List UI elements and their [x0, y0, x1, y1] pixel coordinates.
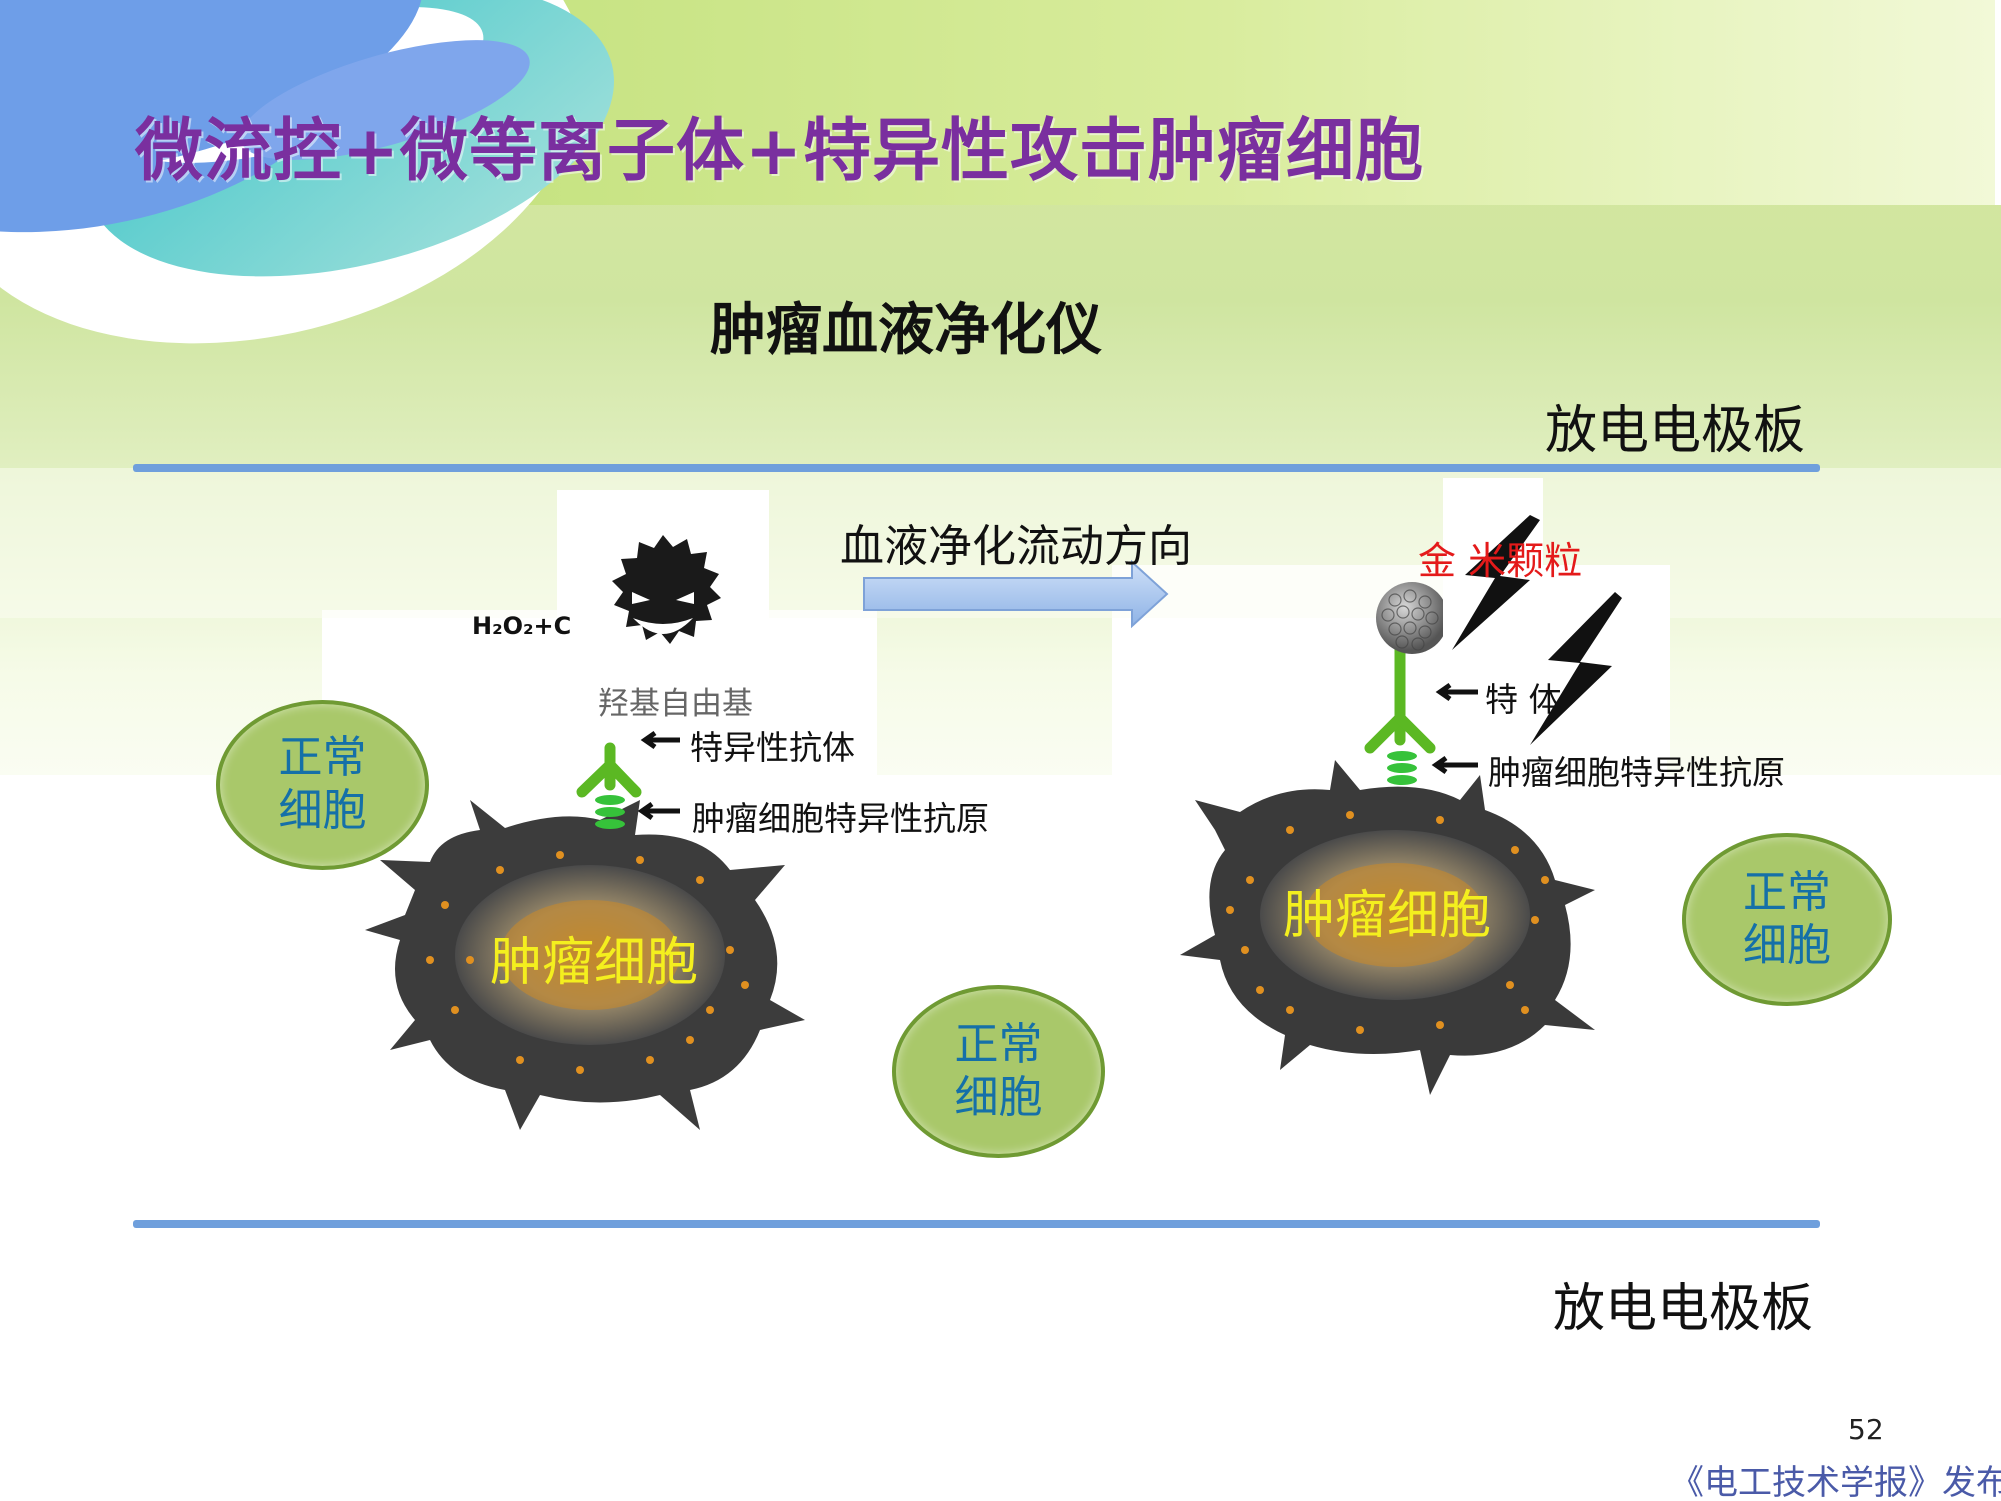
- normal-cell-label-line2: 细胞: [1743, 919, 1831, 971]
- right-antigen-label: 肿瘤细胞特异性抗原: [1488, 753, 1785, 792]
- normal-cell-label-line1: 正常: [1743, 866, 1831, 918]
- left-antigen: [595, 795, 625, 829]
- right-antibody: [1364, 644, 1436, 754]
- publisher-credit: 《电工技术学报》发布: [1670, 1463, 2001, 1501]
- normal-cell-label-line2: 细胞: [954, 1071, 1043, 1123]
- right-antigen: [1387, 751, 1417, 785]
- flow-direction-label: 血液净化流动方向: [840, 521, 1192, 572]
- normal-cell-label-line1: 正常: [954, 1018, 1043, 1070]
- left-antibody: [576, 742, 642, 798]
- lightning-bolt-icon-1: [1452, 515, 1540, 650]
- gold-nanoparticle: [1376, 582, 1448, 654]
- slide-title: 微流控+微等离子体+特异性攻击肿瘤细胞: [135, 112, 1424, 191]
- left-antigen-label: 肿瘤细胞特异性抗原: [692, 799, 989, 838]
- device-subtitle: 肿瘤血液净化仪: [710, 298, 1102, 363]
- normal-cell: 正常 细胞: [216, 700, 429, 870]
- nanoparticle-label: 金 米颗粒: [1418, 539, 1583, 583]
- normal-cell-label-line1: 正常: [278, 732, 367, 784]
- page-number: 52: [1848, 1413, 1884, 1446]
- lightning-bolt-icon-2: [1530, 592, 1622, 745]
- right-tumor-label: 肿瘤细胞: [1283, 886, 1492, 946]
- normal-cell-label-line2: 细胞: [278, 785, 367, 836]
- right-antibody-label: 特 体: [1485, 680, 1562, 719]
- bottom-plate-label: 放电电极板: [1553, 1279, 1814, 1339]
- left-antibody-label: 特异性抗体: [690, 728, 855, 767]
- radical-face-icon: [612, 535, 721, 644]
- top-plate-label: 放电电极板: [1545, 401, 1806, 461]
- normal-cell: 正常 细胞: [892, 985, 1105, 1158]
- left-tumor-label: 肿瘤细胞: [490, 933, 699, 993]
- left-tumor-cell: [365, 800, 805, 1130]
- normal-cell: 正常 细胞: [1682, 833, 1892, 1006]
- radical-label: 羟基自由基: [598, 686, 753, 722]
- h2o2-formula: H₂O₂+C: [472, 612, 572, 640]
- right-tumor-cell: [1180, 760, 1595, 1095]
